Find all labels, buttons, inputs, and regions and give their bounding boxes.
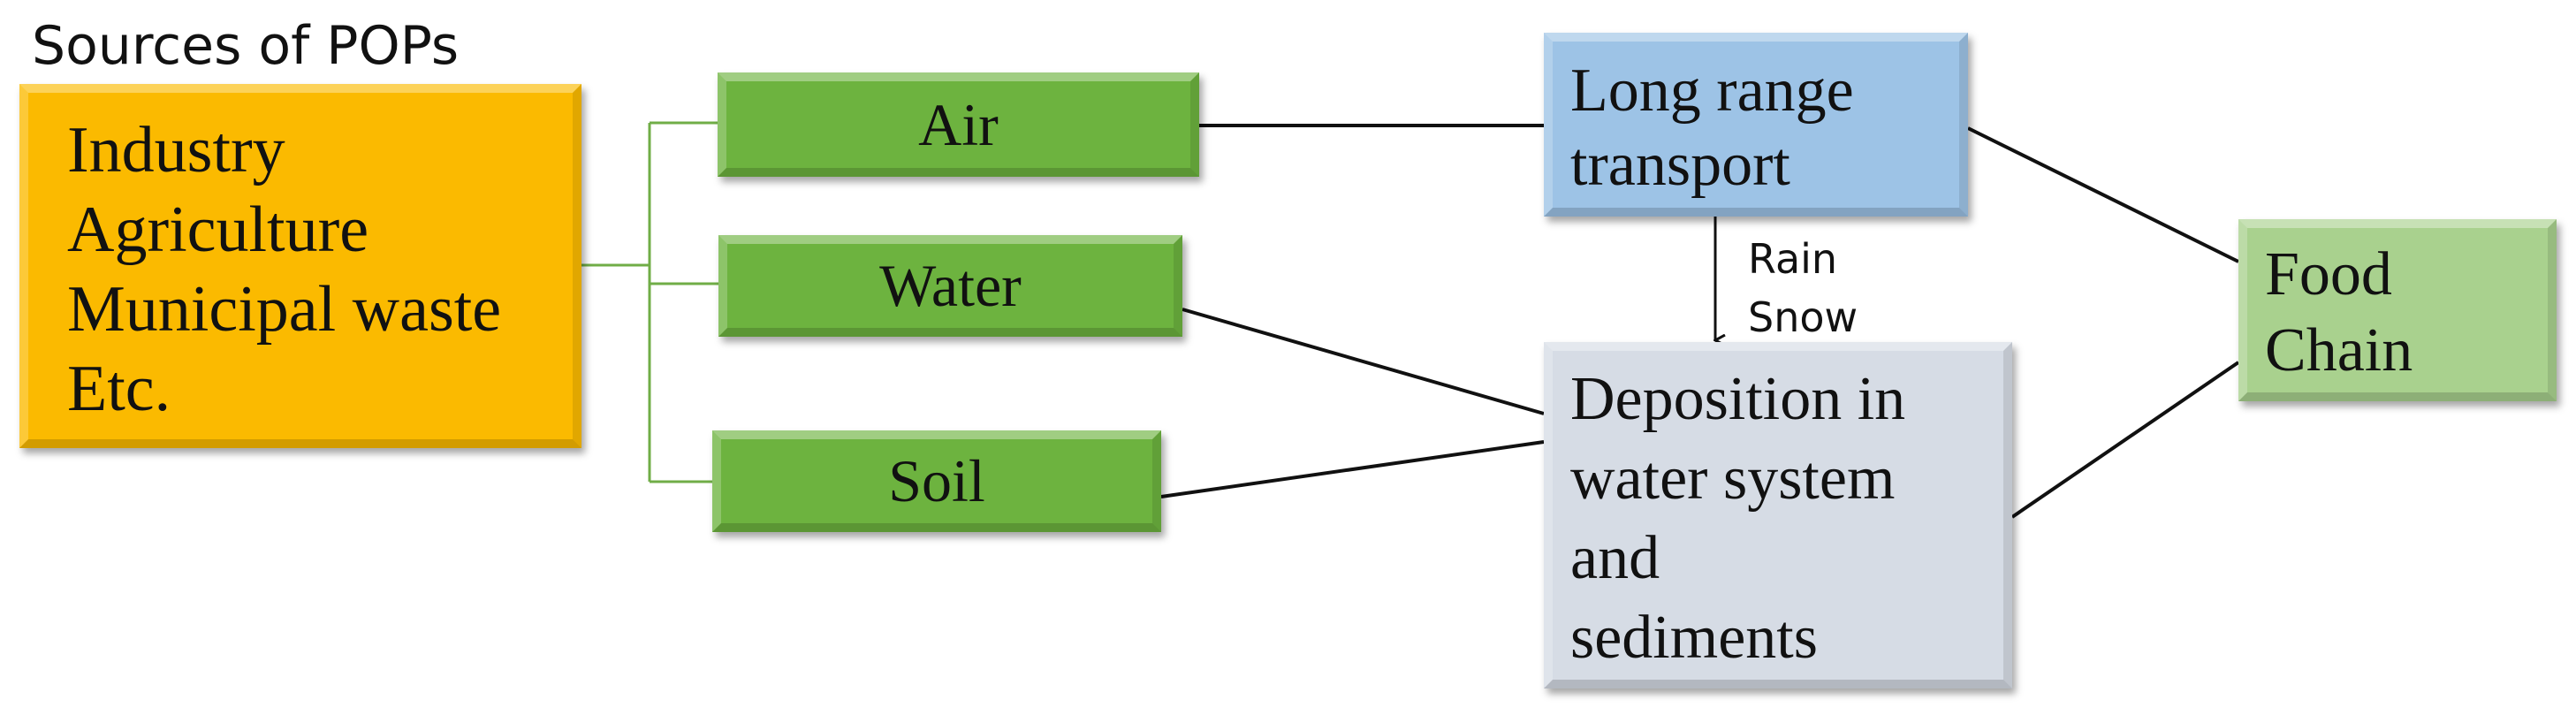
soil-to-deposition-connector: [1160, 440, 1545, 498]
source-municipal-waste: Municipal waste: [67, 273, 502, 346]
snow-label: Snow: [1748, 293, 1858, 341]
transport-to-food-connector: [1967, 126, 2239, 263]
source-agriculture: Agriculture: [67, 194, 369, 266]
source-etc: Etc.: [67, 353, 171, 425]
water-to-deposition-connector: [1182, 308, 1545, 415]
rain-label: Rain: [1748, 235, 1838, 283]
transport-line-1: Long range: [1570, 57, 1854, 125]
deposition-line-2: water system: [1570, 445, 1896, 513]
deposition-to-food-connector: [2010, 361, 2240, 519]
food-chain-line-1: Food: [2265, 240, 2392, 308]
air-label: Air: [918, 90, 999, 158]
transport-line-2: transport: [1570, 131, 1790, 199]
source-industry: Industry: [67, 114, 285, 186]
air-box: Air: [718, 72, 1199, 177]
deposition-box: Deposition in water system and sediments: [1544, 342, 2012, 688]
water-box: Water: [718, 235, 1182, 337]
deposition-line-3: and: [1570, 524, 1660, 592]
soil-label: Soil: [888, 447, 985, 514]
long-range-transport-box: Long range transport: [1544, 33, 1968, 217]
water-label: Water: [879, 252, 1022, 319]
soil-box: Soil: [712, 430, 1161, 532]
sources-bracket: [581, 121, 718, 483]
diagram-title: Sources of POPs: [32, 15, 460, 77]
food-chain-line-2: Chain: [2265, 316, 2413, 384]
deposition-line-4: sediments: [1570, 604, 1818, 672]
precipitation-label: Rain Snow: [1748, 230, 1858, 346]
food-chain-box: Food Chain: [2238, 219, 2557, 401]
sources-box: Industry Agriculture Municipal waste Etc…: [19, 84, 581, 448]
deposition-line-1: Deposition in: [1570, 365, 1906, 433]
